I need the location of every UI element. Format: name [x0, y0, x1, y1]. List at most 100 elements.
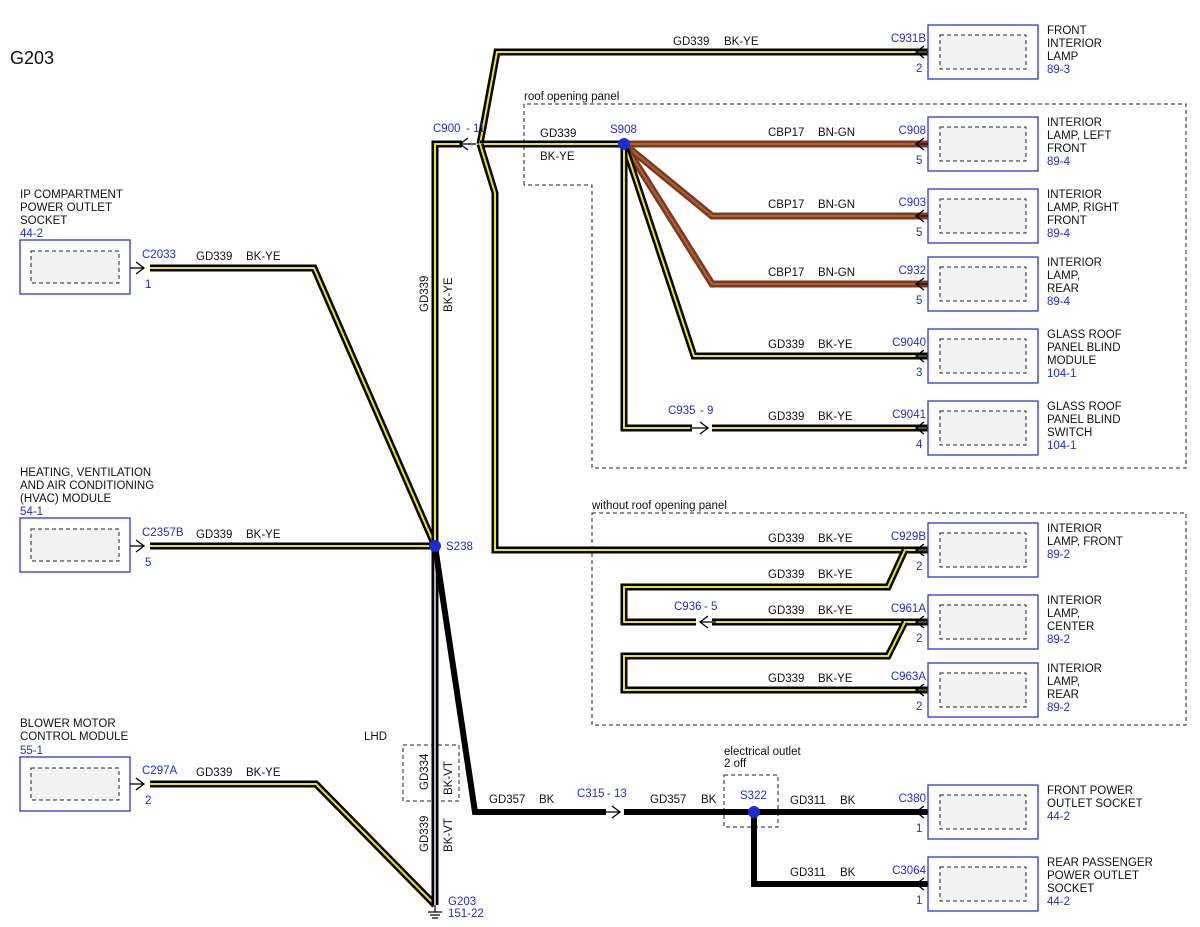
- left-module-name: POWER OUTLET: [20, 202, 112, 214]
- roof-region-label: roof opening panel: [524, 91, 619, 103]
- right-module-name: INTERIOR: [1047, 257, 1102, 269]
- right-module-name: OUTLET SOCKET: [1047, 798, 1143, 810]
- right-module-name: FRONT: [1047, 25, 1087, 37]
- splice-s322: [748, 806, 760, 818]
- wire-color: BK: [840, 867, 856, 879]
- connector-pin: 2: [916, 701, 922, 713]
- roof-opening-panel-region: roof opening panel: [523, 91, 1187, 469]
- gd357-circuit-b: GD357: [650, 794, 686, 806]
- left-module-ref: 54-1: [20, 506, 43, 518]
- wire-color: BK: [840, 795, 856, 807]
- right-module-name: CENTER: [1047, 621, 1094, 633]
- gd357-circuit-a: GD357: [489, 794, 525, 806]
- wire-color: BK-YE: [246, 767, 281, 779]
- splice-s322-label: S322: [740, 790, 767, 802]
- s908-wire-circuit: GD339: [540, 128, 576, 140]
- module-inner: [939, 672, 1027, 708]
- connector-pin: 1: [145, 279, 151, 291]
- connector-pin: 2: [145, 795, 151, 807]
- wire-circuit: GD339: [768, 673, 804, 685]
- wire-circuit: GD339: [768, 339, 804, 351]
- wire-circuit: CBP17: [768, 199, 804, 211]
- wire-circuit: GD311: [790, 795, 826, 807]
- module-inner: [30, 528, 120, 562]
- wire-color: BK-YE: [818, 339, 853, 351]
- splice-s908: [618, 138, 630, 150]
- module-inner: [939, 794, 1027, 830]
- right-module-name: LAMP,: [1047, 270, 1080, 282]
- right-module-name: LAMP, FRONT: [1047, 536, 1123, 548]
- connector-label: C3064: [892, 865, 926, 877]
- c936-pin: - 5: [704, 601, 717, 613]
- right-module-name: FRONT POWER: [1047, 785, 1133, 797]
- right-module-ref: 44-2: [1047, 811, 1070, 823]
- c900-pin: - 11: [466, 123, 485, 135]
- ground-ref: 151-22: [448, 908, 484, 920]
- left-module-ref: 55-1: [20, 745, 43, 757]
- right-module-name: SOCKET: [1047, 883, 1094, 895]
- wire-color: BN-GN: [818, 267, 855, 279]
- right-module-ref: 89-2: [1047, 702, 1070, 714]
- loop-wire-circuit: GD339: [768, 569, 804, 581]
- connector-label: C297A: [142, 765, 177, 777]
- connector-label: C903: [899, 197, 927, 209]
- wire-color: BK-YE: [818, 533, 853, 545]
- left-module-name: AND AIR CONDITIONING: [20, 480, 154, 492]
- c936-label: C936: [674, 601, 702, 613]
- wire-circuit: GD339: [196, 251, 232, 263]
- right-module-ref: 104-1: [1047, 440, 1076, 452]
- diagram-title: G203: [10, 48, 54, 68]
- wire-circuit: GD339: [196, 529, 232, 541]
- module-inner: [939, 126, 1027, 162]
- ground-wire-circuit: GD339: [419, 816, 431, 852]
- s908-wire-color: BK-YE: [540, 151, 575, 163]
- left-module-name: IP COMPARTMENT: [20, 189, 123, 201]
- connector-pin: 5: [916, 295, 922, 307]
- left-module-name: CONTROL MODULE: [20, 731, 129, 743]
- left-module-name: SOCKET: [20, 215, 67, 227]
- wire-color: BK-YE: [246, 251, 281, 263]
- right-module-name: LAMP: [1047, 51, 1079, 63]
- left-module-ref: 44-2: [20, 228, 43, 240]
- connector-label: C931B: [891, 33, 926, 45]
- wire-color: BN-GN: [818, 199, 855, 211]
- module-inner: [939, 338, 1027, 374]
- right-module-ref: 89-4: [1047, 296, 1071, 308]
- right-module-ref: 89-4: [1047, 228, 1071, 240]
- right-module-name: SWITCH: [1047, 427, 1092, 439]
- right-module-name: INTERIOR: [1047, 117, 1102, 129]
- right-module-ref: 89-3: [1047, 64, 1070, 76]
- connector-pin: 1: [916, 823, 922, 835]
- splice-s238: [429, 540, 441, 552]
- right-module-name: INTERIOR: [1047, 595, 1102, 607]
- right-module-name: REAR: [1047, 689, 1079, 701]
- wire-circuit: GD339: [768, 605, 804, 617]
- connector-label: C963A: [891, 671, 926, 683]
- connector-pin: 5: [145, 557, 151, 569]
- right-module-name: INTERIOR: [1047, 38, 1102, 50]
- right-module-name: LAMP, LEFT: [1047, 130, 1111, 142]
- module-inner: [939, 532, 1027, 568]
- right-module-name: POWER OUTLET: [1047, 870, 1139, 882]
- wire-color: BK-YE: [818, 605, 853, 617]
- gd334-wire-circuit: GD334: [419, 753, 431, 790]
- wire-circuit: GD339: [196, 767, 232, 779]
- c935-label: C935: [668, 405, 696, 417]
- connector-pin: 4: [916, 439, 923, 451]
- right-module-ref: 104-1: [1047, 368, 1076, 380]
- right-module-name: REAR PASSENGER: [1047, 857, 1153, 869]
- right-module-ref: 44-2: [1047, 896, 1070, 908]
- c315-pin: - 13: [607, 788, 627, 800]
- left-module-name: (HVAC) MODULE: [20, 493, 111, 505]
